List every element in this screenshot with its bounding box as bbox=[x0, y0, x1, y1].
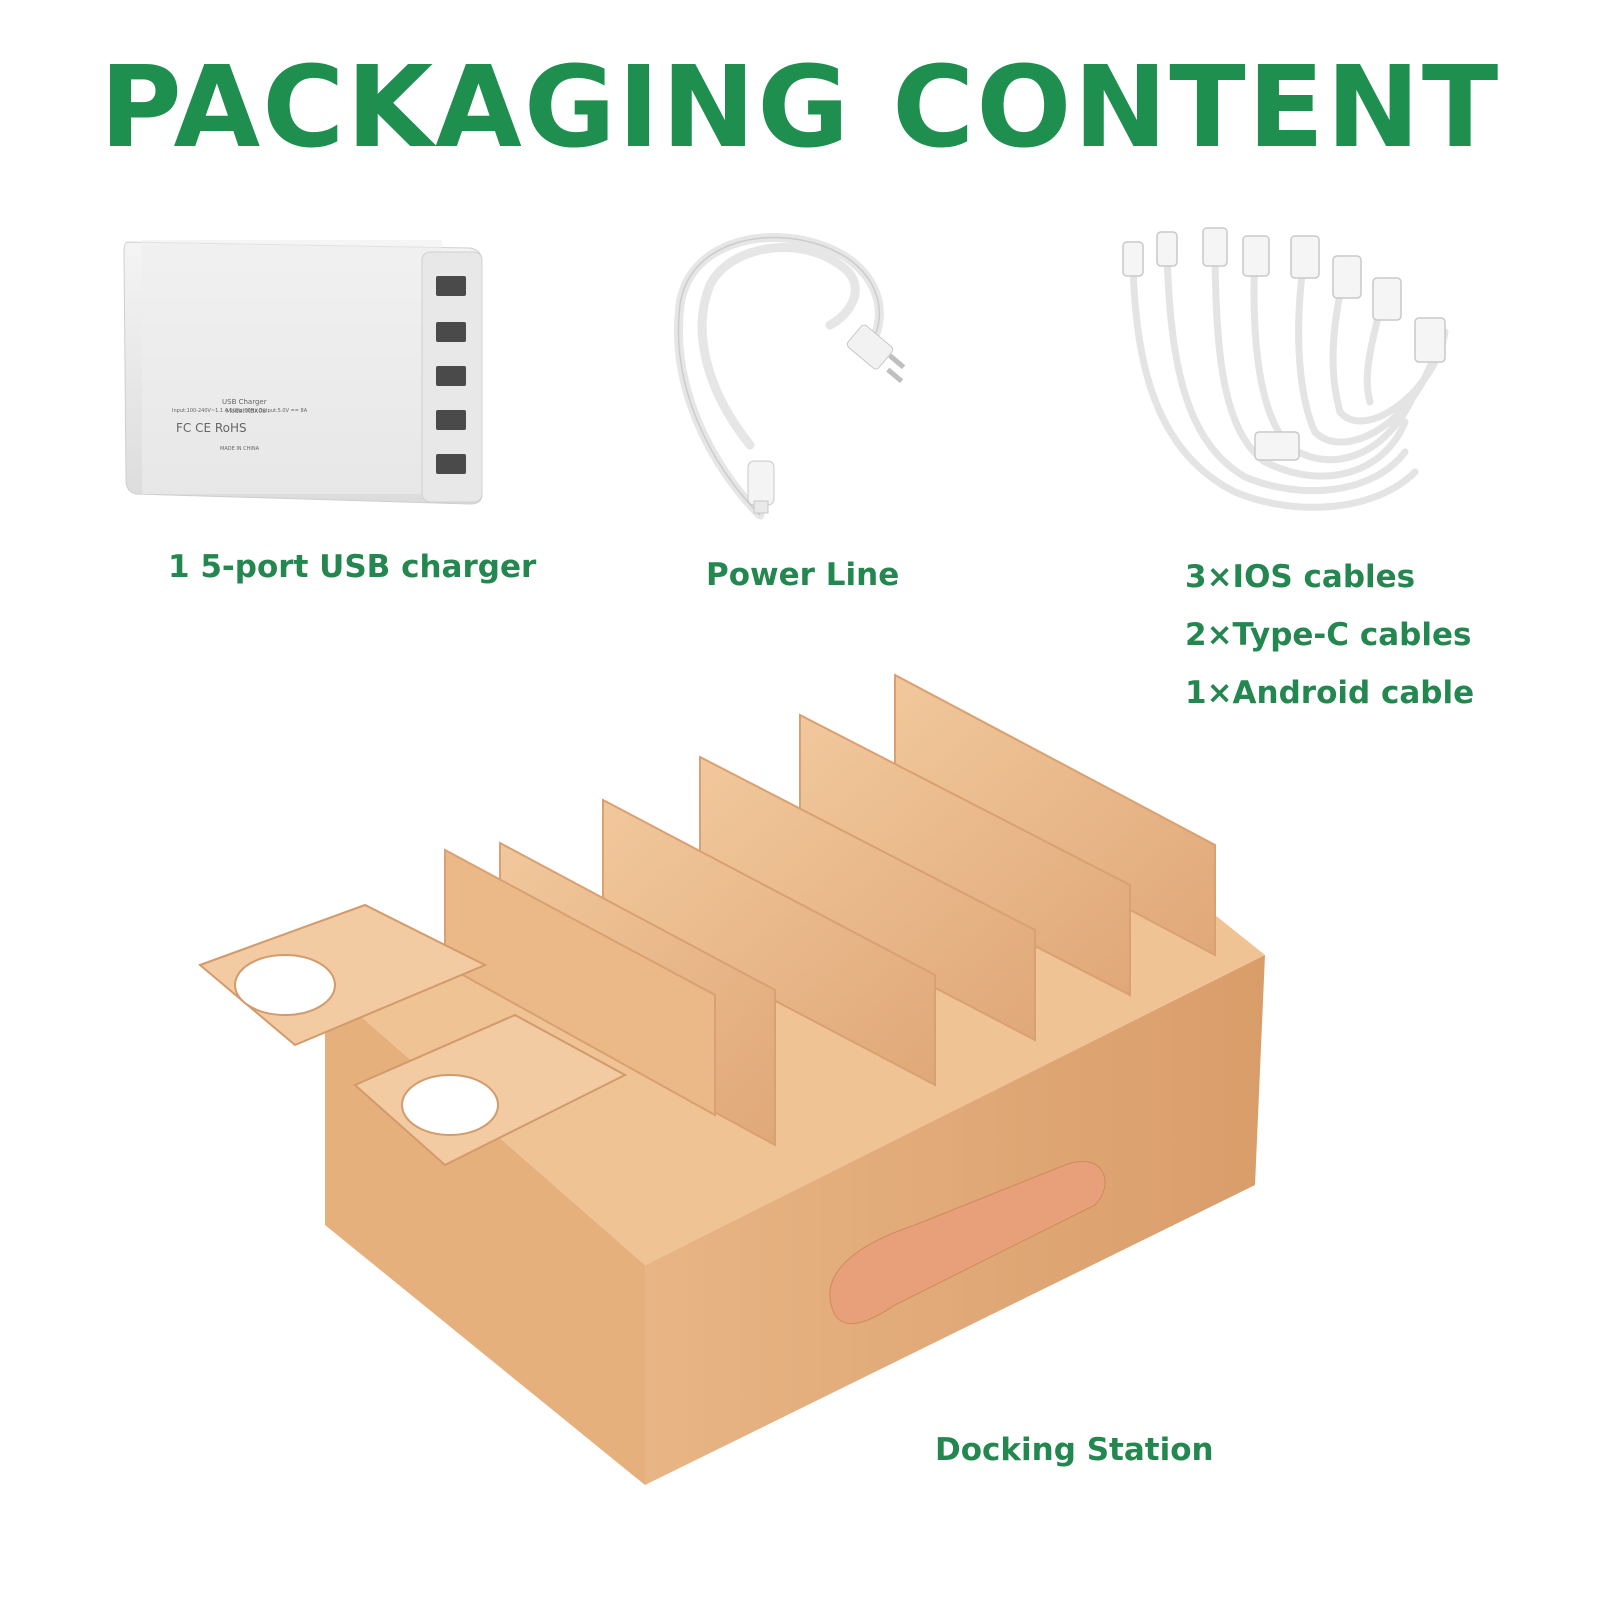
cables-icon bbox=[1122, 227, 1449, 511]
power-cord-item bbox=[650, 225, 950, 525]
page-title: PACKAGING CONTENT bbox=[99, 43, 1501, 173]
cables-label-1: 3×IOS cables bbox=[1185, 559, 1416, 595]
charger-print-line3: Input:100-240V~1.1 A 50Hz-60Hz Output:5.… bbox=[172, 408, 308, 414]
charger-print-line2: Model:XBX08 bbox=[226, 408, 266, 415]
power-cord-icon bbox=[674, 233, 906, 520]
charger-print-marks: FC CE RoHS bbox=[176, 421, 247, 435]
wooden-dock-icon bbox=[198, 673, 1265, 1485]
usb-charger-icon: USB Charger Model:XBX08 Input:100-240V~1… bbox=[123, 240, 483, 505]
docking-station-item bbox=[195, 665, 1285, 1505]
cables-label-3: 1×Android cable bbox=[1185, 675, 1475, 711]
docking-station-label: Docking Station bbox=[935, 1432, 1214, 1468]
power-line-label: Power Line bbox=[706, 557, 900, 593]
charger-print-line1: USB Charger bbox=[222, 398, 267, 406]
cables-item bbox=[1115, 222, 1465, 532]
usb-charger-label: 1 5-port USB charger bbox=[168, 549, 537, 585]
cables-label-2: 2×Type-C cables bbox=[1185, 617, 1472, 653]
charger-print-made: MADE IN CHINA bbox=[220, 446, 260, 452]
usb-charger-item: USB Charger Model:XBX08 Input:100-240V~1… bbox=[122, 232, 502, 512]
